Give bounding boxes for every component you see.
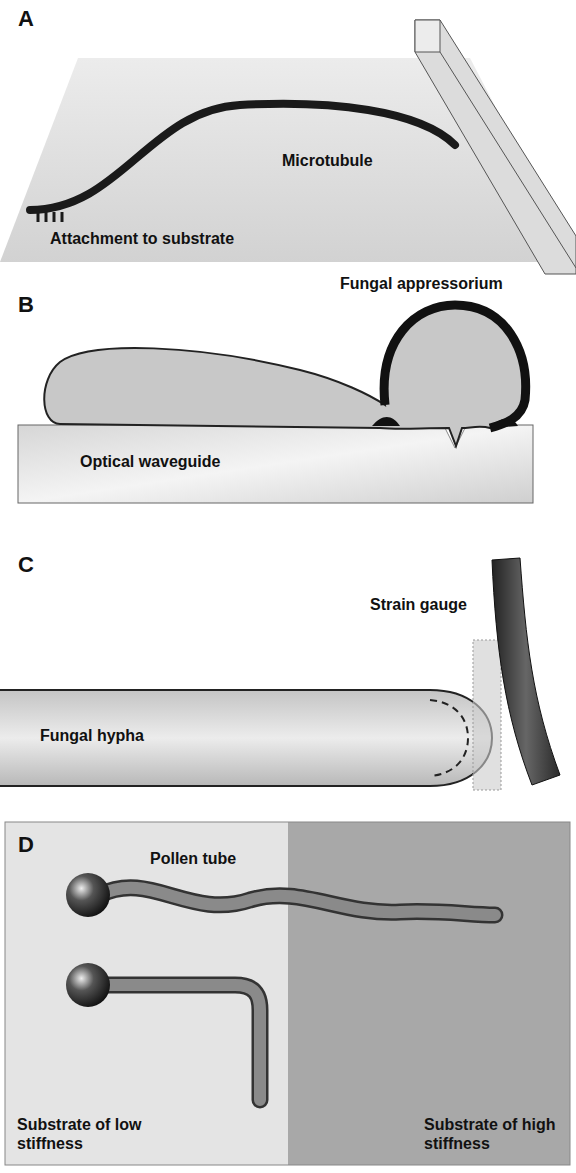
hypha-tube: Fungal hypha: [0, 690, 492, 786]
substrate-region: Substrate of high stiffness: [288, 822, 570, 1165]
part-label: Strain gauge: [370, 596, 467, 614]
node-text: Fungal hypha: [40, 727, 144, 745]
node-text: Substrate of low stiffness: [17, 1116, 147, 1153]
part-label: Microtubule: [282, 152, 373, 170]
part-label: Attachment to substrate: [50, 230, 234, 248]
waveguide-block: Optical waveguide: [18, 425, 533, 503]
panel-letter: B: [18, 292, 34, 317]
panel-letter: C: [18, 552, 34, 577]
part-label: Fungal appressorium: [340, 275, 503, 293]
node-text: Optical waveguide: [80, 453, 220, 471]
part-label: Pollen tube: [150, 850, 236, 868]
node-text: Substrate of high stiffness: [424, 1116, 556, 1153]
substrate-region: Substrate of low stiffness: [5, 822, 288, 1165]
panel-letter: D: [18, 832, 34, 857]
panel-letter: A: [18, 6, 34, 31]
